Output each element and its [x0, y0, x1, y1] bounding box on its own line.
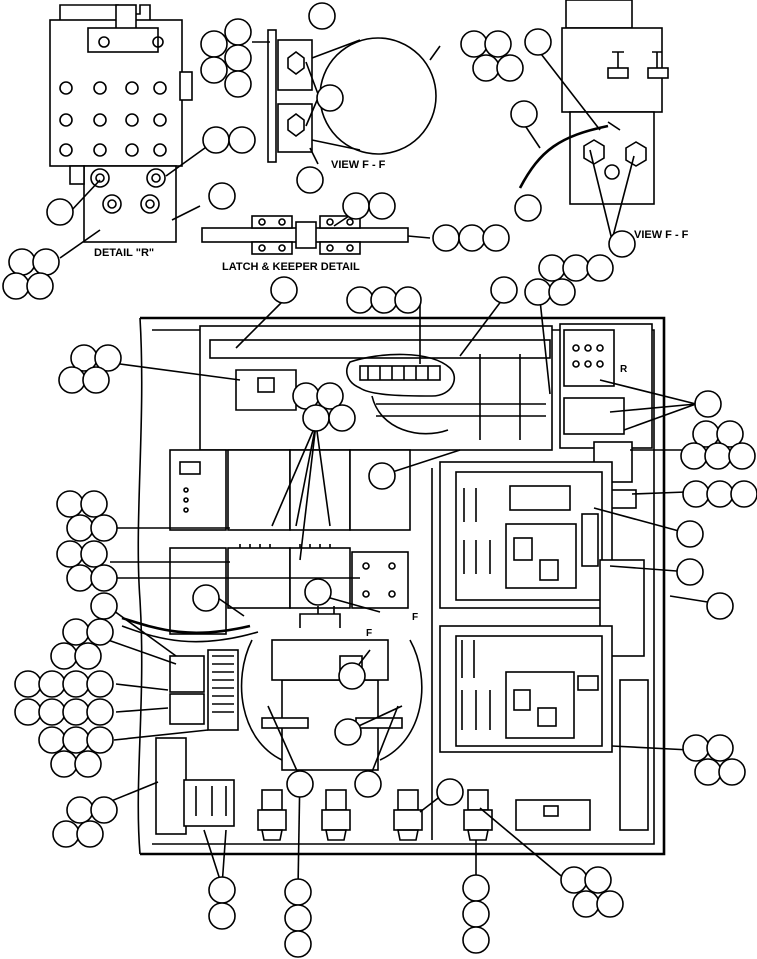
- main-panel-drawing: R F F: [121, 316, 666, 856]
- view-ff-label-2: VIEW F - F: [634, 229, 689, 241]
- view-ff-drawing-left: [267, 29, 437, 163]
- detail-r-label: DETAIL "R": [94, 247, 154, 259]
- view-ff-drawing-right: [518, 0, 669, 205]
- view-ff-label-1: VIEW F - F: [331, 159, 386, 171]
- latch-keeper-label: LATCH & KEEPER DETAIL: [222, 261, 360, 273]
- panel-mark-f2: F: [366, 628, 372, 639]
- panel-mark-r: R: [620, 364, 628, 375]
- latch-keeper-drawing: [201, 215, 409, 255]
- leader-lines: [59, 41, 721, 889]
- detail-r-drawing: [49, 4, 193, 243]
- panel-mark-f1: F: [412, 612, 418, 623]
